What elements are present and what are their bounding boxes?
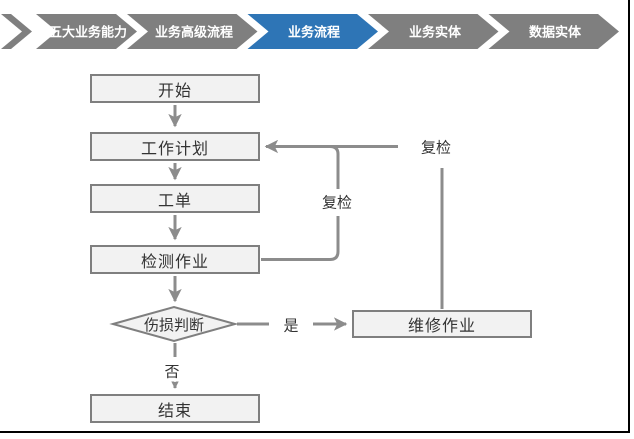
- breadcrumb-step-label: 业务高级流程: [155, 25, 233, 40]
- frame-bottom-border: [0, 431, 630, 433]
- edge-recheck-loop-upper: [329, 145, 340, 189]
- label-yes: 是: [280, 314, 302, 336]
- node-inspection: 检测作业: [90, 245, 260, 274]
- decision-diamond-shape: [109, 305, 239, 343]
- breadcrumb-step-data-entity[interactable]: 数据实体: [483, 14, 625, 49]
- label-no: 否: [161, 360, 183, 382]
- node-work-order: 工单: [90, 184, 260, 213]
- breadcrumb-step-high-level-process[interactable]: 业务高级流程: [121, 14, 263, 49]
- breadcrumb-step-five-capabilities[interactable]: 五大业务能力: [30, 14, 143, 49]
- label-recheck-loop: 复检: [318, 191, 356, 213]
- node-end: 结束: [90, 394, 260, 423]
- breadcrumb-step-business-process[interactable]: 业务流程: [242, 14, 384, 49]
- frame-right-border: [628, 0, 630, 433]
- node-work-plan: 工作计划: [90, 132, 260, 161]
- edge-recheck-loop-lower: [261, 216, 340, 261]
- breadcrumb-step-label: 业务流程: [288, 25, 340, 40]
- breadcrumb-step-label: 五大业务能力: [49, 25, 127, 40]
- node-start: 开始: [90, 74, 260, 103]
- breadcrumb: 五大业务能力 业务高级流程 业务流程 业务实体 数据实体: [0, 14, 625, 49]
- breadcrumb-step-label: 业务实体: [409, 25, 462, 40]
- label-recheck-repair: 复检: [417, 136, 455, 158]
- node-repair: 维修作业: [352, 310, 532, 338]
- breadcrumb-step-label: 数据实体: [529, 25, 582, 40]
- node-damage-decision: 伤损判断: [143, 316, 204, 334]
- breadcrumb-step-business-entity[interactable]: 业务实体: [362, 14, 504, 49]
- breadcrumb-leading-chevron-icon: [0, 14, 38, 49]
